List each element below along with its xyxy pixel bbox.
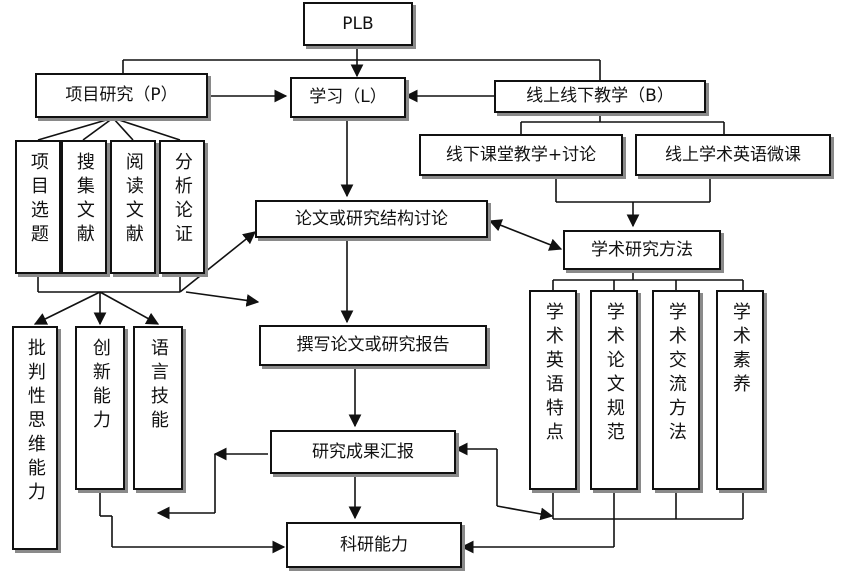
node-language-label: 语言技能: [147, 338, 169, 434]
node-innovation-label: 创新能力: [89, 338, 111, 434]
arrow-to-critical: [33, 291, 101, 325]
line-fan-3: [112, 117, 134, 141]
node-norm-label: 学术论文规范: [603, 302, 625, 446]
node-learning: 学习（L）: [290, 77, 406, 118]
node-topic-label: 项目选题: [27, 152, 49, 248]
arrow-to-language: [99, 291, 160, 325]
node-write: 撰写论文或研究报告: [259, 325, 487, 366]
line-fan-1: [37, 117, 114, 141]
node-norm: 学术论文规范: [590, 290, 638, 490]
node-read-label: 阅读文献: [122, 152, 144, 248]
node-analyze: 分析论证: [159, 140, 205, 274]
arrow-structure-methods: [488, 219, 563, 251]
node-online: 线上学术英语微课: [635, 134, 831, 176]
node-research: 科研能力: [286, 522, 462, 568]
node-exchange: 学术交流方法: [652, 290, 700, 490]
node-exchange-label: 学术交流方法: [665, 302, 687, 446]
arrow-to-structure: [179, 231, 256, 293]
node-collect-label: 搜集文献: [73, 152, 95, 248]
node-topic: 项目选题: [15, 140, 61, 274]
node-innovation: 创新能力: [75, 326, 125, 490]
line-fan-4: [112, 117, 181, 141]
node-critical-label: 批判性思维能力: [24, 338, 46, 506]
node-methods: 学术研究方法: [563, 230, 721, 270]
node-collect: 搜集文献: [61, 140, 107, 274]
node-offline: 线下课堂教学+讨论: [419, 134, 623, 176]
node-structure: 论文或研究结构讨论: [255, 200, 488, 238]
node-report: 研究成果汇报: [270, 430, 456, 474]
node-project: 项目研究（P）: [35, 73, 208, 118]
node-analyze-label: 分析论证: [171, 152, 193, 248]
arrow-to-write: [185, 291, 260, 307]
node-feature: 学术英语特点: [529, 290, 577, 490]
node-literacy: 学术素养: [716, 290, 764, 490]
line-fan-2: [82, 117, 114, 141]
node-feature-label: 学术英语特点: [542, 302, 564, 446]
node-read: 阅读文献: [110, 140, 156, 274]
node-critical: 批判性思维能力: [12, 326, 58, 550]
node-literacy-label: 学术素养: [729, 302, 751, 398]
arrow-to-right-boxes: [496, 505, 554, 521]
node-language: 语言技能: [133, 326, 183, 490]
node-plb: PLB: [303, 2, 413, 46]
node-blended: 线上线下教学（B）: [494, 80, 706, 113]
